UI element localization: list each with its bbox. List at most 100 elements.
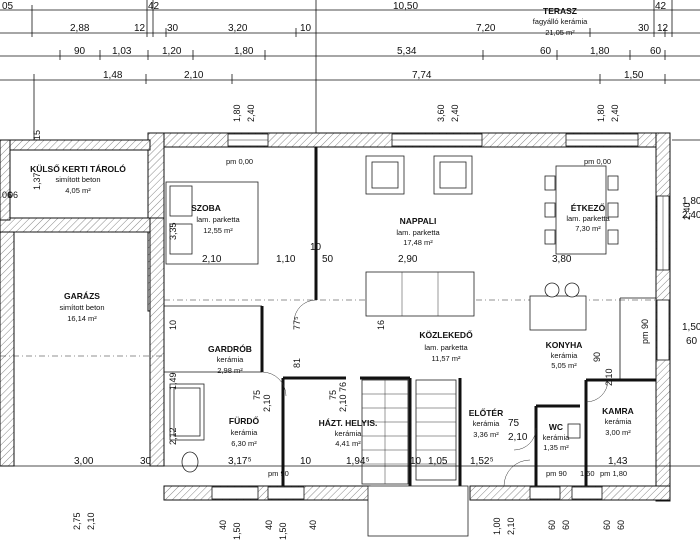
dim-label: 1,80 — [682, 196, 700, 207]
dim-label: 90 — [74, 46, 86, 57]
dim-label: 1,52⁵ — [470, 456, 494, 467]
room-floor: kerámia — [473, 419, 501, 428]
dim-label: 16 — [376, 320, 386, 330]
room-floor: kerámia — [335, 429, 363, 438]
room-area: 17,48 m² — [403, 238, 433, 247]
dim-label: 40 — [308, 520, 318, 530]
dim-label: 1,60 — [580, 469, 595, 478]
room-level: pm 0,00 — [226, 157, 253, 166]
dim-label: 60 — [616, 520, 626, 530]
dim-label: 1,05 — [428, 456, 448, 467]
window-dimension-labels: 1,80 2,40 3,60 2,40 1,80 2,40 — [232, 104, 620, 122]
dim-label: 60 — [547, 520, 557, 530]
furniture — [165, 155, 619, 537]
dim-label: 2,75 — [72, 512, 82, 530]
dim-label: 2,40 — [610, 104, 620, 122]
dim-label: 1,80 — [596, 104, 606, 122]
dim-label: 1,43 — [608, 456, 628, 467]
dim-label: 1,10 — [276, 254, 296, 265]
dim-label: 10 — [410, 456, 422, 467]
left-dimension-labels: 1,49 10 2,12 3,35 1,37 15 06 06 — [2, 130, 178, 445]
dim-label: 1,80 — [232, 104, 242, 122]
dim-label: 60 — [540, 46, 552, 57]
dim-label: pm 1,80 — [600, 469, 627, 478]
interior-dimension-labels: 2,10 1,10 50 2,90 3,80 10 77⁵ 81 2,10 75… — [202, 202, 692, 478]
dim-label: 06 — [2, 190, 12, 200]
dim-label: 2,40 — [450, 104, 460, 122]
dim-label: 42 — [655, 1, 667, 12]
room-name: KÖZLEKEDŐ — [419, 329, 473, 340]
dim-label: 30 — [638, 23, 650, 34]
dim-label: 2,12 — [168, 427, 178, 445]
room-area: 1,35 m² — [543, 443, 569, 452]
dim-label: 2,40 — [682, 202, 692, 220]
terrace-area: 21,05 m² — [545, 28, 575, 37]
room-floor: lam. parketta — [196, 215, 240, 224]
dim-label: 3,80 — [552, 254, 572, 265]
dim-label: 10 — [300, 23, 312, 34]
dim-label: 81 — [292, 358, 302, 368]
dim-label: 2,10 — [86, 512, 96, 530]
terrace-label: TERASZ fagyálló kerámia 21,05 m² — [533, 6, 588, 37]
dim-label: 1,80 — [234, 46, 254, 57]
right-dimension-labels: 1,80 2,40 1,50 60 — [672, 139, 700, 347]
dim-label: 7,74 — [412, 70, 432, 81]
room-name: SZOBA — [191, 203, 221, 213]
room-floor: simított beton — [55, 175, 100, 184]
dim-label: 06 — [8, 190, 18, 200]
room-area: 3,00 m² — [605, 428, 631, 437]
dim-label: 1,49 — [168, 372, 178, 390]
dim-label: 7,20 — [476, 23, 496, 34]
terrace-floor: fagyálló kerámia — [533, 17, 588, 26]
room-name: KÜLSŐ KERTI TÁROLÓ — [30, 163, 126, 174]
dim-label: 1,50 — [232, 522, 242, 540]
dim-label: 75 — [508, 418, 520, 429]
dim-label: 77⁵ — [292, 316, 302, 330]
room-name: FÜRDŐ — [229, 415, 260, 426]
dim-label: 10 — [300, 456, 312, 467]
room-name: HÁZT. HELYIS. — [319, 418, 378, 428]
top-dimension-labels: 05 42 10,50 42 2,88 12 30 3,20 10 7,20 3… — [2, 1, 669, 81]
dim-label: 15 — [32, 130, 42, 140]
room-floor: simított beton — [59, 303, 104, 312]
dim-label: 75 — [328, 390, 338, 400]
dim-label: 1,80 — [590, 46, 610, 57]
room-area: 4,41 m² — [335, 439, 361, 448]
dim-label: pm 90 — [640, 319, 650, 344]
dim-label: 1,50 — [278, 522, 288, 540]
dim-label: 30 — [167, 23, 179, 34]
dim-label: 2,10 — [338, 394, 348, 412]
interior-walls — [164, 147, 656, 486]
room-floor: lam. parketta — [396, 228, 440, 237]
dim-label: 2,88 — [70, 23, 90, 34]
dim-label: 5,34 — [397, 46, 417, 57]
dim-label: 75 — [252, 390, 262, 400]
dim-label: 2,10 — [262, 394, 272, 412]
room-name: WC — [549, 422, 563, 432]
dim-label: 2,10 — [604, 368, 614, 386]
room-area: 7,30 m² — [575, 224, 601, 233]
top-dimension-lines — [0, 0, 700, 140]
dim-label: 1,03 — [112, 46, 132, 57]
dim-label: 10 — [310, 242, 322, 253]
dim-label: 40 — [264, 520, 274, 530]
dim-label: 60 — [602, 520, 612, 530]
dim-label: 2,10 — [506, 517, 516, 535]
room-level: pm 0,00 — [584, 157, 611, 166]
dim-label: pm 90 — [546, 469, 567, 478]
dim-label: 3,60 — [436, 104, 446, 122]
dim-label: 30 — [140, 456, 152, 467]
dim-label: 10,50 — [393, 1, 418, 12]
room-name: ÉTKEZŐ — [571, 202, 606, 213]
dim-label: 90 — [592, 352, 602, 362]
dim-label: 12 — [657, 23, 669, 34]
room-area: 2,98 m² — [217, 366, 243, 375]
room-name: GARÁZS — [64, 291, 100, 301]
dim-label: 3,00 — [74, 456, 94, 467]
room-area: 12,55 m² — [203, 226, 233, 235]
dim-label: 12 — [134, 23, 146, 34]
room-floor: kerámia — [543, 433, 571, 442]
dim-label: 3,35 — [168, 222, 178, 240]
room-floor: kerámia — [605, 417, 633, 426]
